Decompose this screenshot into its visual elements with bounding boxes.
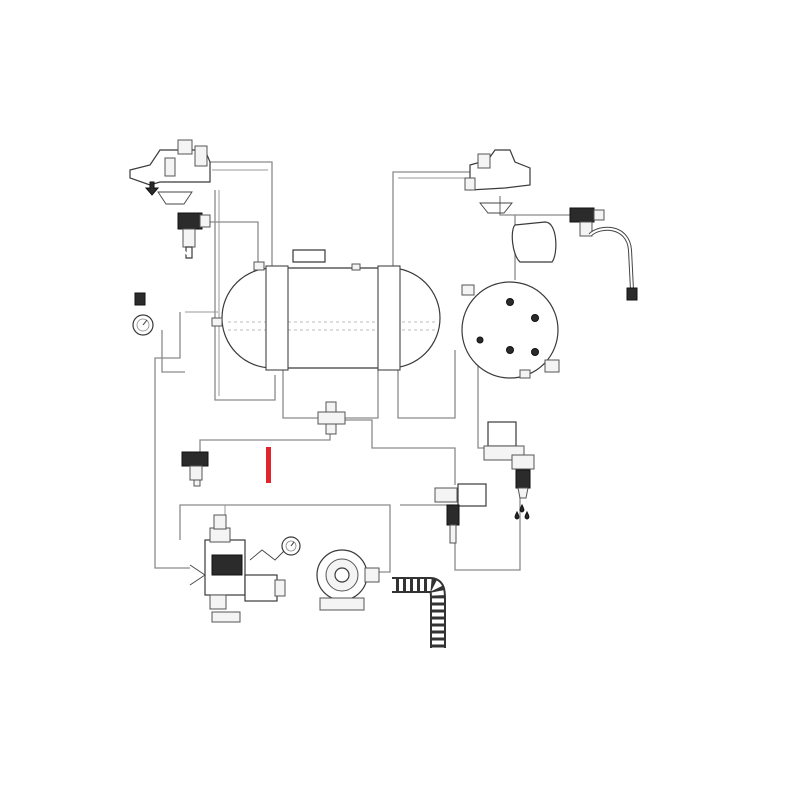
left-group-valve-side [194, 145, 208, 167]
anti-vacuum-valve-body [189, 465, 203, 481]
exchanger-bolt-5 [476, 336, 484, 344]
pump-top-cap [213, 514, 227, 530]
boiler-top-box [292, 249, 326, 263]
pipe-gauge-lower [161, 330, 185, 373]
right-group-shower [479, 202, 513, 214]
tee-bottom [325, 423, 337, 435]
anti-vacuum-valve-tip [193, 479, 201, 487]
exchanger-fitting-right [544, 359, 560, 373]
pressure-gauge-left [132, 314, 154, 336]
boiler-shell [221, 267, 441, 369]
right-steam-wand[interactable] [588, 226, 638, 301]
pipe-boiler-bottom-right [345, 370, 379, 419]
left-steam-valve-body [177, 212, 203, 230]
pump-inlet [189, 564, 206, 586]
pipe-left-vertical [214, 190, 276, 401]
left-group-valve-mid [164, 157, 176, 177]
boiler-fitting-1 [253, 261, 265, 271]
pipe-left-valve-to-boiler [208, 221, 259, 268]
left-steam-valve-stem [182, 228, 196, 248]
exchanger-fitting-bottom [519, 369, 531, 379]
left-wand-tip [134, 292, 146, 306]
heat-exchanger-tank[interactable] [461, 221, 560, 379]
motor-outlet [364, 567, 380, 583]
piping-network [154, 161, 575, 573]
red-marker-bar[interactable] [266, 447, 271, 483]
right-group-head[interactable] [464, 149, 531, 214]
solenoid-outlet [449, 524, 457, 544]
left-group-head[interactable] [129, 139, 211, 205]
right-steam-valve-body [569, 207, 595, 223]
expansion-tank [511, 221, 557, 263]
solenoid-coil [457, 483, 487, 507]
motor-base [319, 597, 365, 611]
exchanger-bolt-3 [506, 346, 514, 354]
rotary-motor[interactable] [316, 549, 380, 611]
arrow-down-icon [144, 181, 160, 196]
right-steam-valve-knob [593, 209, 605, 221]
drain-hose[interactable] [392, 577, 446, 648]
anti-vacuum-valve-head [181, 451, 209, 467]
pump-motor-cap [274, 579, 286, 597]
left-wand-hose-outer [139, 242, 189, 296]
pipe-tee-to-anti-vacuum [199, 420, 331, 455]
exchanger-bolt-1 [506, 298, 514, 306]
pipe-boiler-bottom-left [282, 370, 318, 419]
drain-hose-weave [392, 579, 444, 648]
pipe-boiler-to-exchanger [397, 350, 456, 419]
right-group-valve-side [464, 177, 476, 191]
pump-core [211, 554, 243, 576]
pump-bypass-spring [249, 549, 286, 561]
pipe-left-group-to-boiler [205, 161, 273, 270]
exchanger-bolt-4 [531, 348, 539, 356]
pipe-pump-to-motor [179, 504, 391, 573]
solenoid-valve-right[interactable] [483, 421, 535, 499]
pump-top-valve [209, 527, 231, 543]
right-solenoid-spout [517, 487, 529, 499]
tee-top [325, 401, 337, 413]
left-group-valve-top [177, 139, 193, 155]
right-steam-valve-stem [579, 221, 593, 237]
left-steam-wand[interactable] [134, 241, 189, 306]
motor-hub [334, 567, 350, 583]
tee-body [317, 411, 346, 425]
solenoid-stem [446, 504, 460, 526]
right-wand-tip [626, 287, 638, 301]
boiler-fitting-2 [351, 263, 361, 271]
pump-assembly[interactable] [189, 514, 286, 623]
right-solenoid-block [511, 454, 535, 470]
right-solenoid-coil [487, 421, 517, 447]
right-wand-hose-inner [589, 227, 633, 291]
exchanger-bolt-2 [531, 314, 539, 322]
anti-vacuum-valve[interactable] [181, 451, 209, 487]
right-steam-valve[interactable] [569, 207, 605, 237]
solenoid-body [434, 487, 458, 503]
boiler-band-left [265, 265, 289, 371]
exchanger-fitting-left [461, 284, 475, 296]
pressure-gauge-pump [281, 536, 301, 556]
pump-base [209, 594, 227, 610]
boiler-band-right [377, 265, 401, 371]
boiler-side-fitting [211, 317, 223, 327]
main-boiler[interactable] [211, 249, 441, 371]
left-steam-valve[interactable] [177, 212, 211, 259]
pump-motor-coil [244, 574, 278, 602]
water-tee-fitting[interactable] [317, 401, 346, 435]
pipe-gauge-to-pump [154, 312, 190, 569]
drip-icon [514, 503, 530, 520]
pipe-tee-to-solenoid [345, 419, 456, 485]
right-group-valve-top [477, 153, 491, 169]
pipe-right-group-to-boiler [392, 171, 475, 268]
right-solenoid-nozzle [515, 469, 531, 489]
left-wand-hose-inner [139, 241, 189, 296]
pump-foot [211, 611, 241, 623]
pipe-right-solenoid-loop [454, 455, 521, 571]
drain-hose-outer [392, 577, 446, 648]
exchanger-drum [461, 281, 559, 379]
left-group-shower [157, 191, 193, 205]
left-steam-valve-knob [199, 214, 211, 228]
solenoid-valve-center[interactable] [434, 483, 487, 544]
